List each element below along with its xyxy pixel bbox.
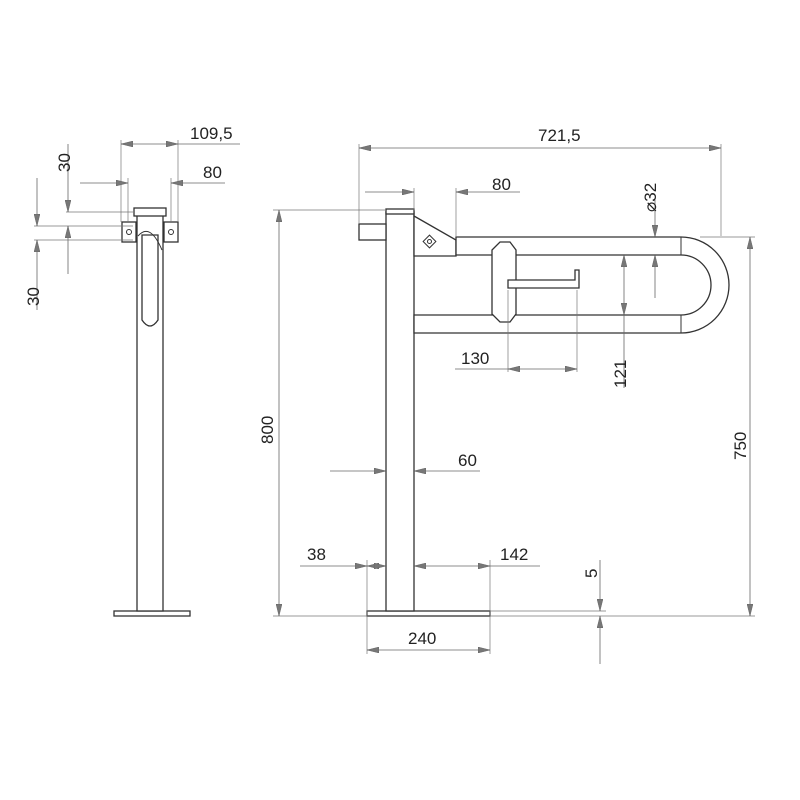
side-dim-38-142: 38 142: [300, 545, 540, 616]
dim-label-base-thickness: 5: [582, 569, 601, 578]
side-dim-diameter: ⌀32: [641, 183, 660, 298]
side-base-plate: [366, 610, 491, 617]
dim-label-bar-spacing: 121: [611, 360, 630, 388]
dim-label-total-height: 800: [258, 416, 277, 444]
front-hinge-curve: [137, 230, 163, 251]
front-top-cap: [133, 207, 167, 217]
dim-label-plate-width: 80: [492, 175, 511, 194]
grab-bar-collar: [491, 241, 517, 323]
side-post: [385, 211, 415, 612]
dim-label-front-width: 109,5: [190, 124, 233, 143]
dim-label-post-width: 60: [458, 451, 477, 470]
side-dim-5: 5: [490, 560, 606, 664]
paper-holder-arm: [507, 269, 580, 289]
side-dim-800: 800: [258, 209, 386, 617]
front-base-plate: [113, 610, 191, 617]
front-bracket-left: [121, 221, 137, 243]
side-dim-60: 60: [330, 451, 480, 471]
mount-bolt-icon: [422, 234, 437, 249]
side-rear-stub: [358, 223, 387, 241]
side-mount-plate: [413, 214, 457, 257]
side-dim-750: 750: [490, 236, 755, 617]
dim-label-tube-diameter: ⌀32: [641, 183, 660, 212]
side-dim-80: 80: [365, 175, 520, 236]
side-dim-121: 121: [611, 255, 630, 388]
front-dim-30-lower: 30: [24, 178, 133, 310]
front-dim-109: 109,5: [120, 124, 240, 222]
dim-label-base-width: 240: [408, 629, 436, 648]
dim-label-front-upper: 30: [55, 153, 74, 172]
side-dim-240: 240: [366, 616, 491, 654]
side-post-cap: [385, 208, 415, 215]
dim-label-holder-length: 130: [461, 349, 489, 368]
dim-label-bar-height: 750: [731, 432, 750, 460]
front-dim-30-upper: 30: [55, 144, 133, 274]
dim-label-front-bracket: 80: [203, 163, 222, 182]
dim-label-base-left: 38: [307, 545, 326, 564]
bracket-hole-left: [126, 229, 132, 235]
front-grab-bar-loop: [141, 234, 159, 327]
front-bracket-right: [163, 221, 179, 243]
side-view: [358, 208, 730, 617]
bracket-hole-right: [168, 229, 174, 235]
front-dim-80: 80: [80, 163, 225, 222]
side-dim-721: 721,5: [358, 126, 722, 236]
side-dim-130: 130: [455, 290, 578, 372]
dim-label-total-length: 721,5: [538, 126, 581, 145]
dim-label-front-lower: 30: [24, 287, 43, 306]
dim-label-base-right: 142: [500, 545, 528, 564]
front-view: [113, 207, 191, 617]
